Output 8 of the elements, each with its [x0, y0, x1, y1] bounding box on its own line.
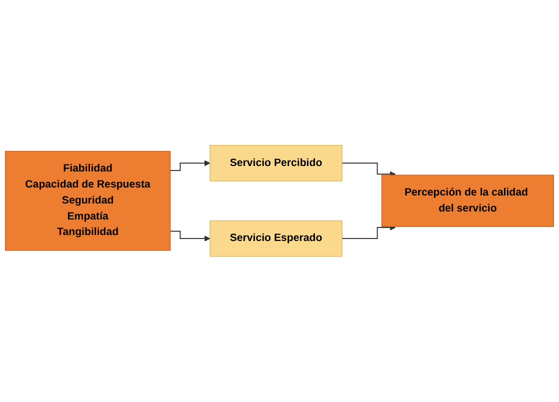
node-box: Servicio Esperado [210, 220, 342, 257]
node-box: Servicio Percibido [210, 145, 342, 182]
arrow [342, 162, 396, 178]
node-box: Percepción de la calidad del servicio [381, 174, 554, 228]
node-box: Fiabilidad Capacidad de Respuesta Seguridad Empatía Tangibilidad [5, 151, 171, 251]
arrow [342, 224, 396, 240]
arrow [170, 230, 210, 242]
arrow [170, 160, 210, 172]
